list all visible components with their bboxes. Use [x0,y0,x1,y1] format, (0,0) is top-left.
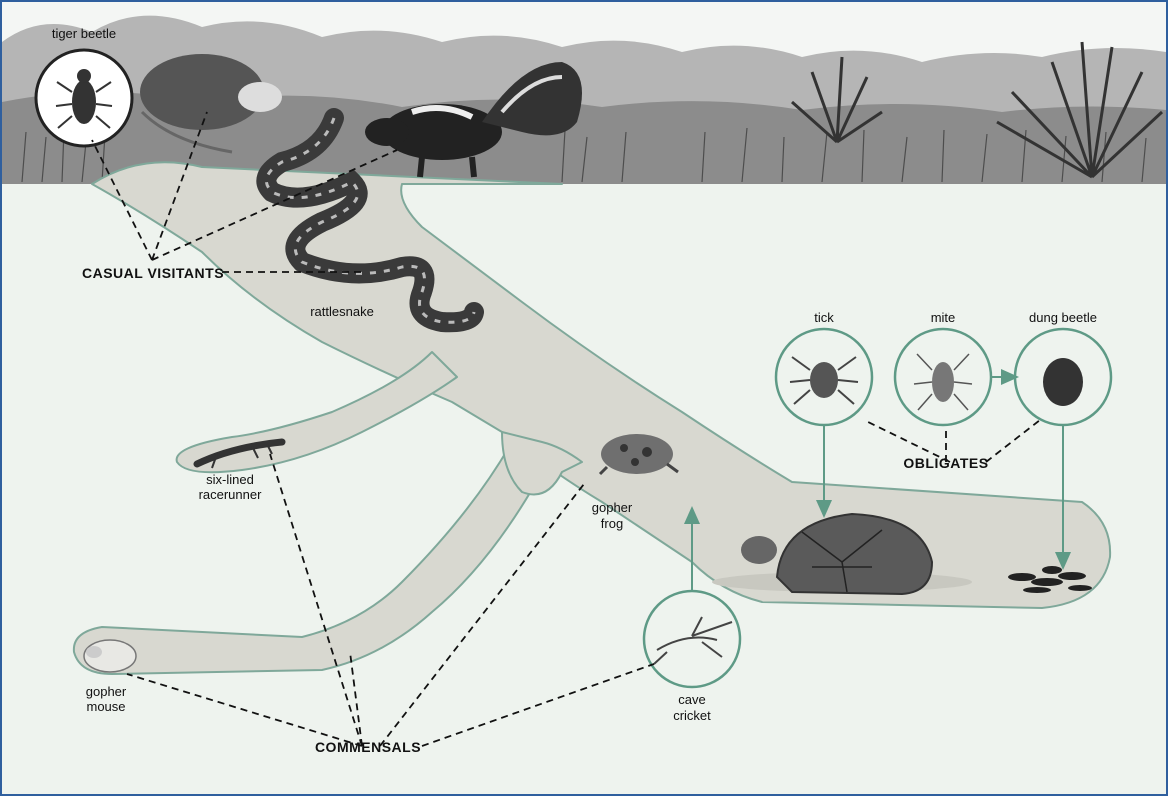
burrow-frog-nook [501,431,583,496]
label-tiger-beetle: tiger beetle [52,26,116,41]
skunk-illustration [365,62,582,178]
label-gopher-frog-2: frog [601,516,623,531]
gopher-mouse-illustration [83,639,137,673]
burrow-lower-branch [72,441,543,675]
label-gopher-mouse-2: mouse [86,699,125,714]
label-rattlesnake: rattlesnake [310,304,374,319]
distant-trees [2,15,1166,112]
mite-circle [893,327,993,427]
label-dung-beetle: dung beetle [1029,310,1097,325]
dung-beetle-circle [1013,327,1113,427]
dung-pellets [1008,566,1092,593]
yucca-plant [791,41,1164,179]
racerunner-illustration [193,438,286,469]
label-commensals: COMMENSALS [315,739,421,755]
cave-cricket-circle [642,589,742,689]
label-cave-cricket-2: cricket [673,708,711,723]
label-gopher-mouse-1: gopher [86,684,127,699]
label-tick: tick [814,310,834,325]
label-cave-cricket-1: cave [678,692,705,707]
burrow-lizard-branch [175,351,458,474]
tiger-beetle-circle [34,48,134,148]
label-gopher-frog-1: gopher [592,500,633,515]
label-racerunner-1: six-lined [206,472,254,487]
rattlesnake-illustration [256,108,484,333]
gopher-frog-illustration [598,434,679,476]
label-casual-visitants: CASUAL VISITANTS [82,265,224,281]
label-obligates: OBLIGATES [903,455,988,471]
arrows [684,369,1071,591]
label-mite: mite [931,310,956,325]
leader-lines [91,111,1041,747]
grass-strokes [21,127,1147,183]
label-racerunner-2: racerunner [199,487,263,502]
gopher-tortoise-illustration [712,512,972,596]
opossum-illustration [140,54,282,154]
tick-circle [774,327,874,427]
